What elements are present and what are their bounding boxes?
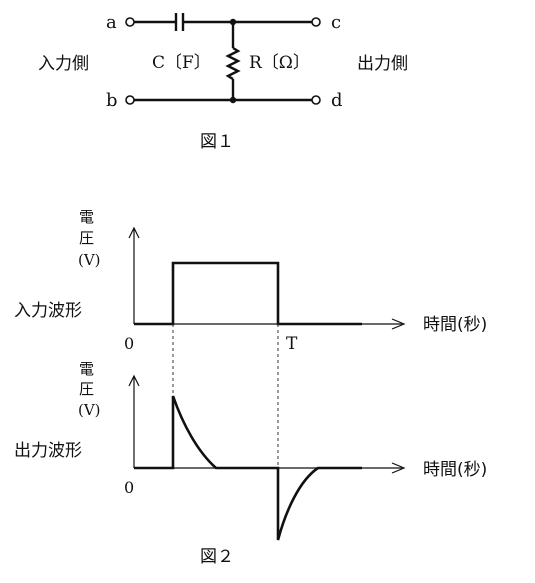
input-pulse-waveform [134, 261, 362, 326]
input-y-label-2: 圧 [79, 229, 94, 247]
input-t-label: T [286, 334, 298, 354]
figure2-caption: 図２ [200, 547, 234, 567]
output-origin-label: 0 [124, 478, 134, 497]
junction-node-top [229, 18, 237, 26]
resistor-label: R〔Ω〕 [249, 53, 310, 73]
circuit-figure: a b c d C〔F〕 R〔Ω〕 入力側 出力側 図１ [38, 12, 408, 152]
input-origin-label: 0 [124, 334, 134, 353]
input-y-unit: (V) [78, 251, 101, 269]
input-y-label-1: 電 [79, 208, 94, 226]
waveform-figure: 電 圧 (V) 入力波形 時間(秒) 0 T 電 圧 (V) 出力波形 時間(秒… [14, 208, 487, 567]
input-waveform-label: 入力波形 [14, 301, 82, 321]
output-y-unit: (V) [78, 401, 101, 419]
terminal-a-label: a [106, 12, 117, 33]
terminal-b-node [125, 95, 135, 105]
output-x-label: 時間(秒) [423, 460, 487, 480]
output-y-axis-arrow [128, 374, 140, 387]
terminal-d-node [311, 95, 321, 105]
output-waveform-label: 出力波形 [14, 441, 82, 461]
figure1-caption: 図１ [200, 132, 234, 152]
terminal-d-label: d [331, 90, 343, 111]
output-y-label-1: 電 [79, 360, 94, 378]
capacitor-label: C〔F〕 [152, 53, 211, 73]
junction-node-bottom [229, 96, 237, 104]
terminal-b-label: b [106, 90, 118, 111]
input-side-label: 入力側 [38, 54, 89, 74]
output-side-label: 出力側 [357, 54, 408, 74]
terminal-c-label: c [331, 12, 341, 33]
terminal-a-node [125, 17, 135, 27]
resistor-zigzag [225, 46, 241, 81]
input-x-label: 時間(秒) [423, 315, 487, 335]
terminal-c-node [311, 17, 321, 27]
input-y-axis-arrow [128, 226, 140, 239]
output-y-label-2: 圧 [79, 380, 94, 398]
input-x-axis-arrow [391, 318, 406, 330]
output-spike-waveform [134, 395, 362, 541]
output-x-axis-arrow [391, 462, 406, 474]
